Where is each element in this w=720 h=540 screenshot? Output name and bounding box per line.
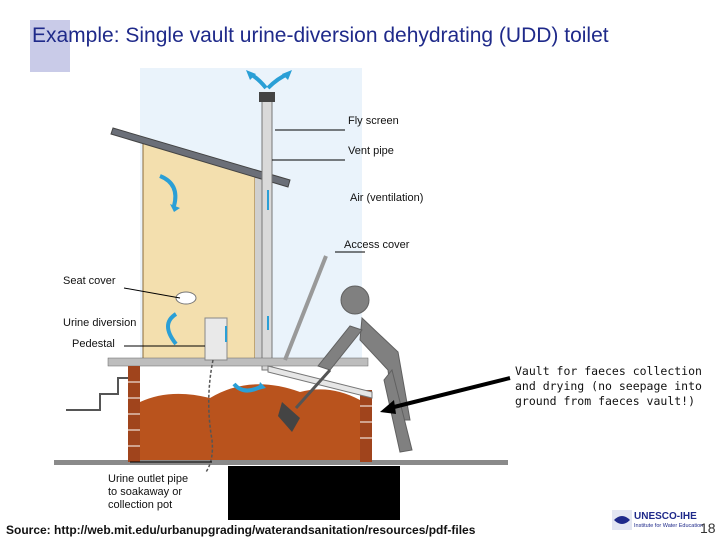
person-silhouette [317,285,413,453]
label-urine-outlet-3: collection pot [108,499,172,511]
callout-arrow [389,376,511,410]
ground-slab [107,357,369,367]
title-accent-square [30,20,70,72]
faeces-pile [140,384,360,460]
superstructure-wall [142,139,256,361]
seat-cover [175,291,197,305]
steps [66,377,132,411]
urine-outlet-pipe [205,359,214,473]
label-access-cover: Access cover [344,239,410,251]
inner-wall [255,178,263,360]
roof [110,127,291,188]
vault-callout-text: Vault for faeces collection and drying (… [515,364,702,408]
logo-name: UNESCO-IHE [634,511,697,522]
source-citation: Source: http://web.mit.edu/urbanupgradin… [6,523,476,537]
ground-line [54,460,508,465]
vault-wall-right [360,390,372,462]
fly-screen [259,92,275,102]
label-seat-cover: Seat cover [63,275,116,287]
pedestal [204,317,228,361]
shovel-blade [278,402,300,432]
unesco-ihe-logo: UNESCO-IHE Institute for Water Education [612,510,704,532]
label-pedestal: Pedestal [72,338,115,350]
label-air-ventilation: Air (ventilation) [350,192,423,204]
label-urine-diversion: Urine diversion [63,317,136,329]
label-urine-outlet-2: to soakaway or [108,486,182,498]
logo-subtitle: Institute for Water Education [634,523,704,529]
label-fly-screen: Fly screen [348,115,399,127]
page-number: 18 [700,520,716,536]
slide-title: Example: Single vault urine-diversion de… [32,24,609,47]
collection-pit [228,466,400,520]
label-vent-pipe: Vent pipe [348,145,394,157]
label-urine-outlet-1: Urine outlet pipe [108,473,188,485]
logo-mark-icon [612,510,632,530]
